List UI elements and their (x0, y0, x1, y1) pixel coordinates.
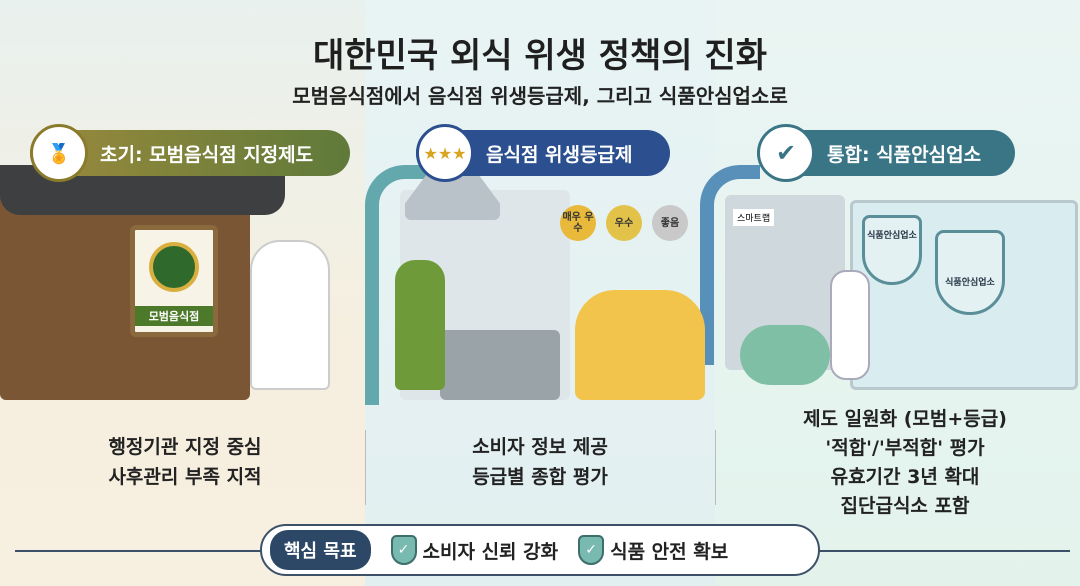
hands-shield-icon: ✓ (390, 535, 417, 565)
shield-check-icon: ✔ (757, 124, 815, 182)
divider (365, 430, 366, 505)
inspector-illustration (395, 260, 445, 390)
page-title: 대한민국 외식 위생 정책의 진화 (313, 36, 767, 76)
stage2-title: 음식점 위생등급제 (486, 143, 633, 166)
desc-line: 제도 일원화 (모범+등급) (803, 408, 1007, 430)
stage2-description: 소비자 정보 제공 등급별 종합 평가 (395, 432, 685, 492)
star-rating-icon: ★★★ (416, 124, 474, 182)
desc-line: 소비자 정보 제공 (472, 436, 608, 458)
desc-line: '적합'/'부적합' 평가 (825, 437, 985, 459)
kitchen-counter (440, 330, 560, 400)
stage3-description: 제도 일원화 (모범+등급) '적합'/'부적합' 평가 유효기간 3년 확대 … (740, 405, 1070, 521)
goal-food-safety: ✓ 식품 안전 확보 (578, 535, 728, 565)
family-illustration (575, 290, 705, 400)
desc-line: 등급별 종합 평가 (472, 466, 608, 488)
page-subtitle: 모범음식점에서 음식점 위생등급제, 그리고 식품안심업소로 (292, 84, 788, 108)
delivery-scooter-illustration (740, 325, 830, 385)
stage1-header: 🏅 초기: 모범음식점 지정제도 (30, 124, 350, 182)
core-goal-label: 핵심 목표 (270, 530, 371, 570)
divider (715, 430, 716, 505)
desc-line: 유효기간 3년 확대 (830, 466, 980, 488)
shield-check-icon: ✓ (578, 535, 605, 565)
sign-label: 모범음식점 (135, 306, 213, 326)
desc-line: 사후관리 부족 지적 (108, 466, 262, 488)
goal-consumer-trust: ✓ 소비자 신뢰 강화 (390, 535, 559, 565)
robot-illustration (830, 270, 870, 380)
food-safety-shield-sign: 식품안심업소 (862, 215, 922, 285)
stage1-title: 초기: 모범음식점 지정제도 (100, 143, 314, 166)
goal-text: 소비자 신뢰 강화 (422, 540, 559, 563)
stage1-description: 행정기관 지정 중심 사후관리 부족 지적 (40, 432, 330, 492)
stage2-header: ★★★ 음식점 위생등급제 (416, 124, 670, 182)
core-goal-bar: 핵심 목표 ✓ 소비자 신뢰 강화 ✓ 식품 안전 확보 (260, 524, 820, 576)
desc-line: 행정기관 지정 중심 (108, 436, 262, 458)
chef-illustration (250, 240, 330, 390)
food-safety-shield-sign-large: 식품안심업소 (935, 230, 1005, 315)
stage3-title: 통합: 식품안심업소 (827, 143, 982, 166)
award-ribbon-icon: 🏅 (30, 124, 88, 182)
stage3-header: ✔ 통합: 식품안심업소 (757, 124, 1015, 182)
medal-fair: 좋음 (652, 205, 688, 241)
desc-line: 집단급식소 포함 (840, 495, 970, 517)
medal-very-good: 매우 우수 (560, 205, 596, 241)
store-sign: 스마트랩 (733, 209, 775, 226)
medal-good: 우수 (606, 205, 642, 241)
model-restaurant-sign: 모범음식점 (130, 225, 218, 337)
goal-text: 식품 안전 확보 (610, 540, 729, 563)
emblem-icon (149, 242, 199, 292)
